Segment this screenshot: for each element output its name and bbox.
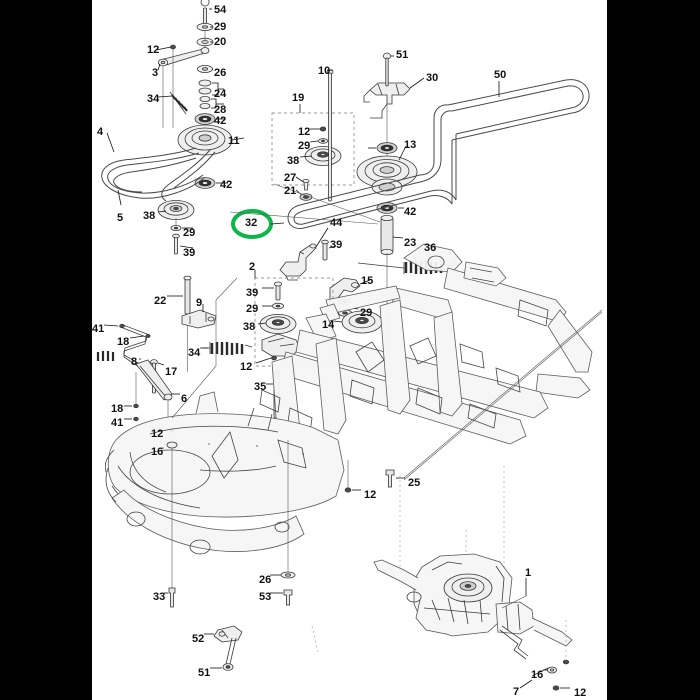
- parts-27-21: [295, 176, 313, 201]
- callout-52[interactable]: 52: [192, 633, 205, 645]
- callout-12[interactable]: 12: [364, 489, 377, 501]
- callout-38[interactable]: 38: [143, 210, 156, 222]
- assembly-19-group: [271, 69, 355, 202]
- callout-24[interactable]: 24: [214, 88, 227, 100]
- belt-4-5: [101, 132, 216, 206]
- callout-29[interactable]: 29: [298, 140, 311, 152]
- letterbox-right: [607, 0, 700, 700]
- main-pulley-11: [177, 124, 245, 189]
- callout-8[interactable]: 8: [131, 356, 138, 368]
- callout-50[interactable]: 50: [494, 69, 507, 81]
- callout-6[interactable]: 6: [181, 393, 188, 405]
- callout-3[interactable]: 3: [152, 67, 159, 79]
- callout-22[interactable]: 22: [154, 295, 167, 307]
- spring-34-lower: [200, 342, 253, 355]
- callout-17[interactable]: 17: [165, 366, 178, 378]
- callout-39[interactable]: 39: [183, 247, 196, 259]
- callout-26[interactable]: 26: [259, 574, 272, 586]
- callout-28[interactable]: 28: [214, 104, 227, 116]
- callout-5[interactable]: 5: [117, 212, 124, 224]
- callout-38[interactable]: 38: [287, 155, 300, 167]
- callout-53[interactable]: 53: [259, 591, 272, 603]
- callout-9[interactable]: 9: [196, 297, 203, 309]
- callout-27[interactable]: 27: [284, 172, 297, 184]
- callout-18[interactable]: 18: [117, 336, 130, 348]
- callout-42[interactable]: 42: [220, 179, 233, 191]
- callout-1[interactable]: 1: [525, 567, 532, 579]
- callout-30[interactable]: 30: [426, 72, 439, 84]
- assembly-2-group: [254, 270, 334, 419]
- callout-51[interactable]: 51: [198, 667, 211, 679]
- callout-29[interactable]: 29: [183, 227, 196, 239]
- callout-19[interactable]: 19: [292, 92, 305, 104]
- callout-14[interactable]: 14: [322, 319, 335, 331]
- callout-33[interactable]: 33: [153, 591, 166, 603]
- bottom-fasteners: [164, 440, 405, 671]
- callout-16[interactable]: 16: [531, 669, 544, 681]
- lever-assembly-left: [96, 275, 253, 449]
- callout-21[interactable]: 21: [284, 185, 297, 197]
- callout-38[interactable]: 38: [243, 321, 256, 333]
- callout-54[interactable]: 54: [214, 4, 227, 16]
- spring-34-top: [169, 91, 188, 115]
- callout-12[interactable]: 12: [240, 361, 253, 373]
- callout-39[interactable]: 39: [330, 239, 343, 251]
- linkage-44: [279, 227, 337, 281]
- callout-41[interactable]: 41: [111, 417, 124, 429]
- callout-12[interactable]: 12: [574, 687, 587, 699]
- rod-50: [287, 79, 590, 229]
- callout-16[interactable]: 16: [151, 446, 164, 458]
- callout-25[interactable]: 25: [408, 477, 421, 489]
- callout-35[interactable]: 35: [254, 381, 267, 393]
- callout-36[interactable]: 36: [424, 242, 437, 254]
- callout-26[interactable]: 26: [214, 67, 227, 79]
- callout-20[interactable]: 20: [214, 36, 227, 48]
- callout-42[interactable]: 42: [404, 206, 417, 218]
- top-hardware-stack: [155, 0, 224, 128]
- callout-41[interactable]: 41: [92, 323, 105, 335]
- idler-38-left: [157, 200, 195, 255]
- callout-34[interactable]: 34: [147, 93, 160, 105]
- callout-2[interactable]: 2: [249, 261, 256, 273]
- callout-4[interactable]: 4: [97, 126, 104, 138]
- callout-32[interactable]: 32: [245, 217, 258, 229]
- callout-12[interactable]: 12: [151, 428, 164, 440]
- callout-42[interactable]: 42: [214, 115, 227, 127]
- callout-18[interactable]: 18: [111, 403, 124, 415]
- callout-10[interactable]: 10: [318, 65, 331, 77]
- callout-12[interactable]: 12: [147, 44, 160, 56]
- callout-51[interactable]: 51: [396, 49, 409, 61]
- callout-29[interactable]: 29: [246, 303, 259, 315]
- callout-29[interactable]: 29: [214, 21, 227, 33]
- letterbox-left: [0, 0, 92, 700]
- callout-7[interactable]: 7: [513, 686, 520, 698]
- callout-44[interactable]: 44: [330, 217, 343, 229]
- callout-12[interactable]: 12: [298, 126, 311, 138]
- callout-11[interactable]: 11: [228, 135, 240, 147]
- callout-29[interactable]: 29: [360, 307, 373, 319]
- callout-23[interactable]: 23: [404, 237, 417, 249]
- chassis-frame: [104, 243, 593, 555]
- callout-13[interactable]: 13: [404, 139, 417, 151]
- transmission-1: [373, 553, 573, 691]
- callout-39[interactable]: 39: [246, 287, 259, 299]
- callout-34[interactable]: 34: [188, 347, 201, 359]
- callout-15[interactable]: 15: [361, 275, 374, 287]
